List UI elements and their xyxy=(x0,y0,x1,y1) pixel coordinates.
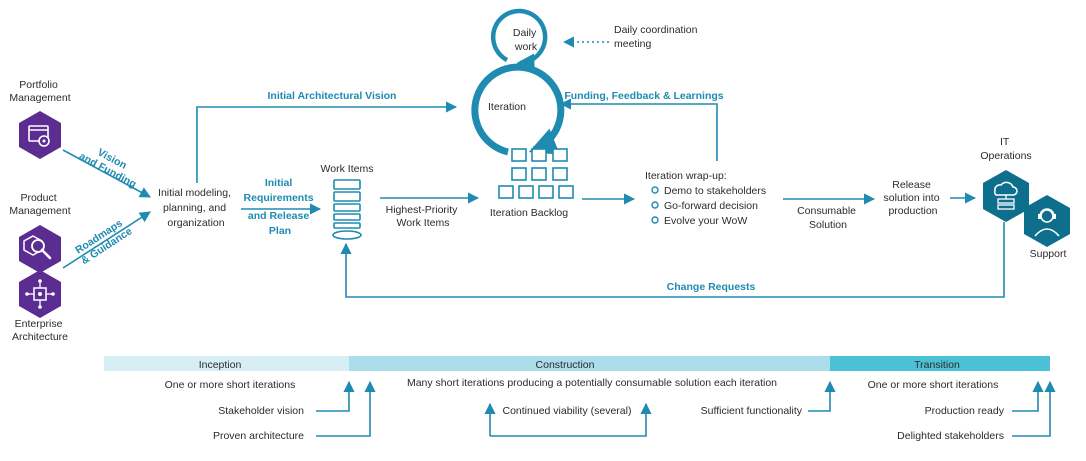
daily-work-loop xyxy=(490,8,548,72)
it-operations-label: IT Operations xyxy=(980,136,1031,162)
production-ready-label: Production ready xyxy=(925,405,1005,417)
iteration-loop xyxy=(471,63,565,156)
stakeholder-vision-label: Stakeholder vision xyxy=(218,405,304,417)
work-items-stack xyxy=(332,179,362,240)
wrapup-item: Evolve your WoW xyxy=(664,215,747,227)
transition-bar xyxy=(830,356,1050,371)
inception-label: Inception xyxy=(199,359,242,371)
iteration-label: Iteration xyxy=(488,101,526,113)
wrapup-item: Demo to stakeholders xyxy=(664,185,766,197)
inception-iterations: One or more short iterations xyxy=(165,379,296,391)
support-label: Support xyxy=(1030,248,1067,260)
construction-label: Construction xyxy=(536,359,595,371)
vision-funding-label: Vision and Funding xyxy=(77,140,144,191)
delighted-stakeholders-label: Delighted stakeholders xyxy=(897,430,1004,442)
initial-modeling-label: Initial modeling, planning, and organiza… xyxy=(158,187,234,229)
roadmaps-label: Roadmaps & Guidance xyxy=(72,215,134,267)
highest-priority-label: Highest-Priority Work Items xyxy=(386,204,461,229)
cloud-server-icon xyxy=(983,170,1029,222)
portfolio-icon xyxy=(19,111,61,159)
production-ready-arrow xyxy=(1012,380,1044,412)
transition-label: Transition xyxy=(914,359,960,371)
continued-viability-label: Continued viability (several) xyxy=(503,405,632,417)
release-label: Release solution into production xyxy=(884,179,943,217)
viability-arrow-right xyxy=(490,402,652,437)
funding-feedback-arrow xyxy=(559,98,718,161)
wrapup-title: Iteration wrap-up: xyxy=(645,170,727,182)
sufficient-functionality-label: Sufficient functionality xyxy=(701,405,803,417)
product-label: Product Management xyxy=(9,192,70,217)
daily-meeting-label: Daily coordination meeting xyxy=(614,24,700,50)
roadmaps-arrow xyxy=(62,211,151,269)
work-items-label: Work Items xyxy=(321,163,374,175)
portfolio-label: Portfolio Management xyxy=(9,79,70,104)
network-icon xyxy=(19,270,61,318)
vision-funding-arrow xyxy=(62,149,151,198)
change-requests-label: Change Requests xyxy=(667,281,756,293)
architectural-vision-label: Initial Architectural Vision xyxy=(268,90,397,102)
iteration-backlog-label: Iteration Backlog xyxy=(490,207,568,219)
stakeholder-vision-arrow xyxy=(316,380,355,412)
transition-iterations: One or more short iterations xyxy=(868,379,999,391)
proven-architecture-arrow xyxy=(316,380,376,437)
magnifier-icon xyxy=(19,225,61,273)
initial-requirements-label: Initial Requirements and Release Plan xyxy=(244,177,317,237)
change-requests-arrow xyxy=(340,222,1005,298)
funding-feedback-label: Funding, Feedback & Learnings xyxy=(564,90,723,102)
consumable-label: Consumable Solution xyxy=(797,205,859,231)
wrapup-item: Go-forward decision xyxy=(664,200,758,212)
iteration-backlog-grid xyxy=(498,148,574,199)
construction-iterations: Many short iterations producing a potent… xyxy=(407,377,777,389)
construction-bar xyxy=(349,356,830,371)
proven-architecture-label: Proven architecture xyxy=(213,430,304,442)
daily-work-label: Daily work xyxy=(513,27,539,53)
headset-icon xyxy=(1024,195,1070,247)
architectural-vision-arrow xyxy=(196,101,458,183)
wrapup-list: Demo to stakeholders Go-forward decision… xyxy=(651,185,766,227)
inception-bar xyxy=(104,356,349,371)
delighted-stakeholders-arrow xyxy=(1012,380,1056,437)
sufficient-functionality-arrow xyxy=(808,380,836,412)
enterprise-label: Enterprise Architecture xyxy=(12,318,68,343)
